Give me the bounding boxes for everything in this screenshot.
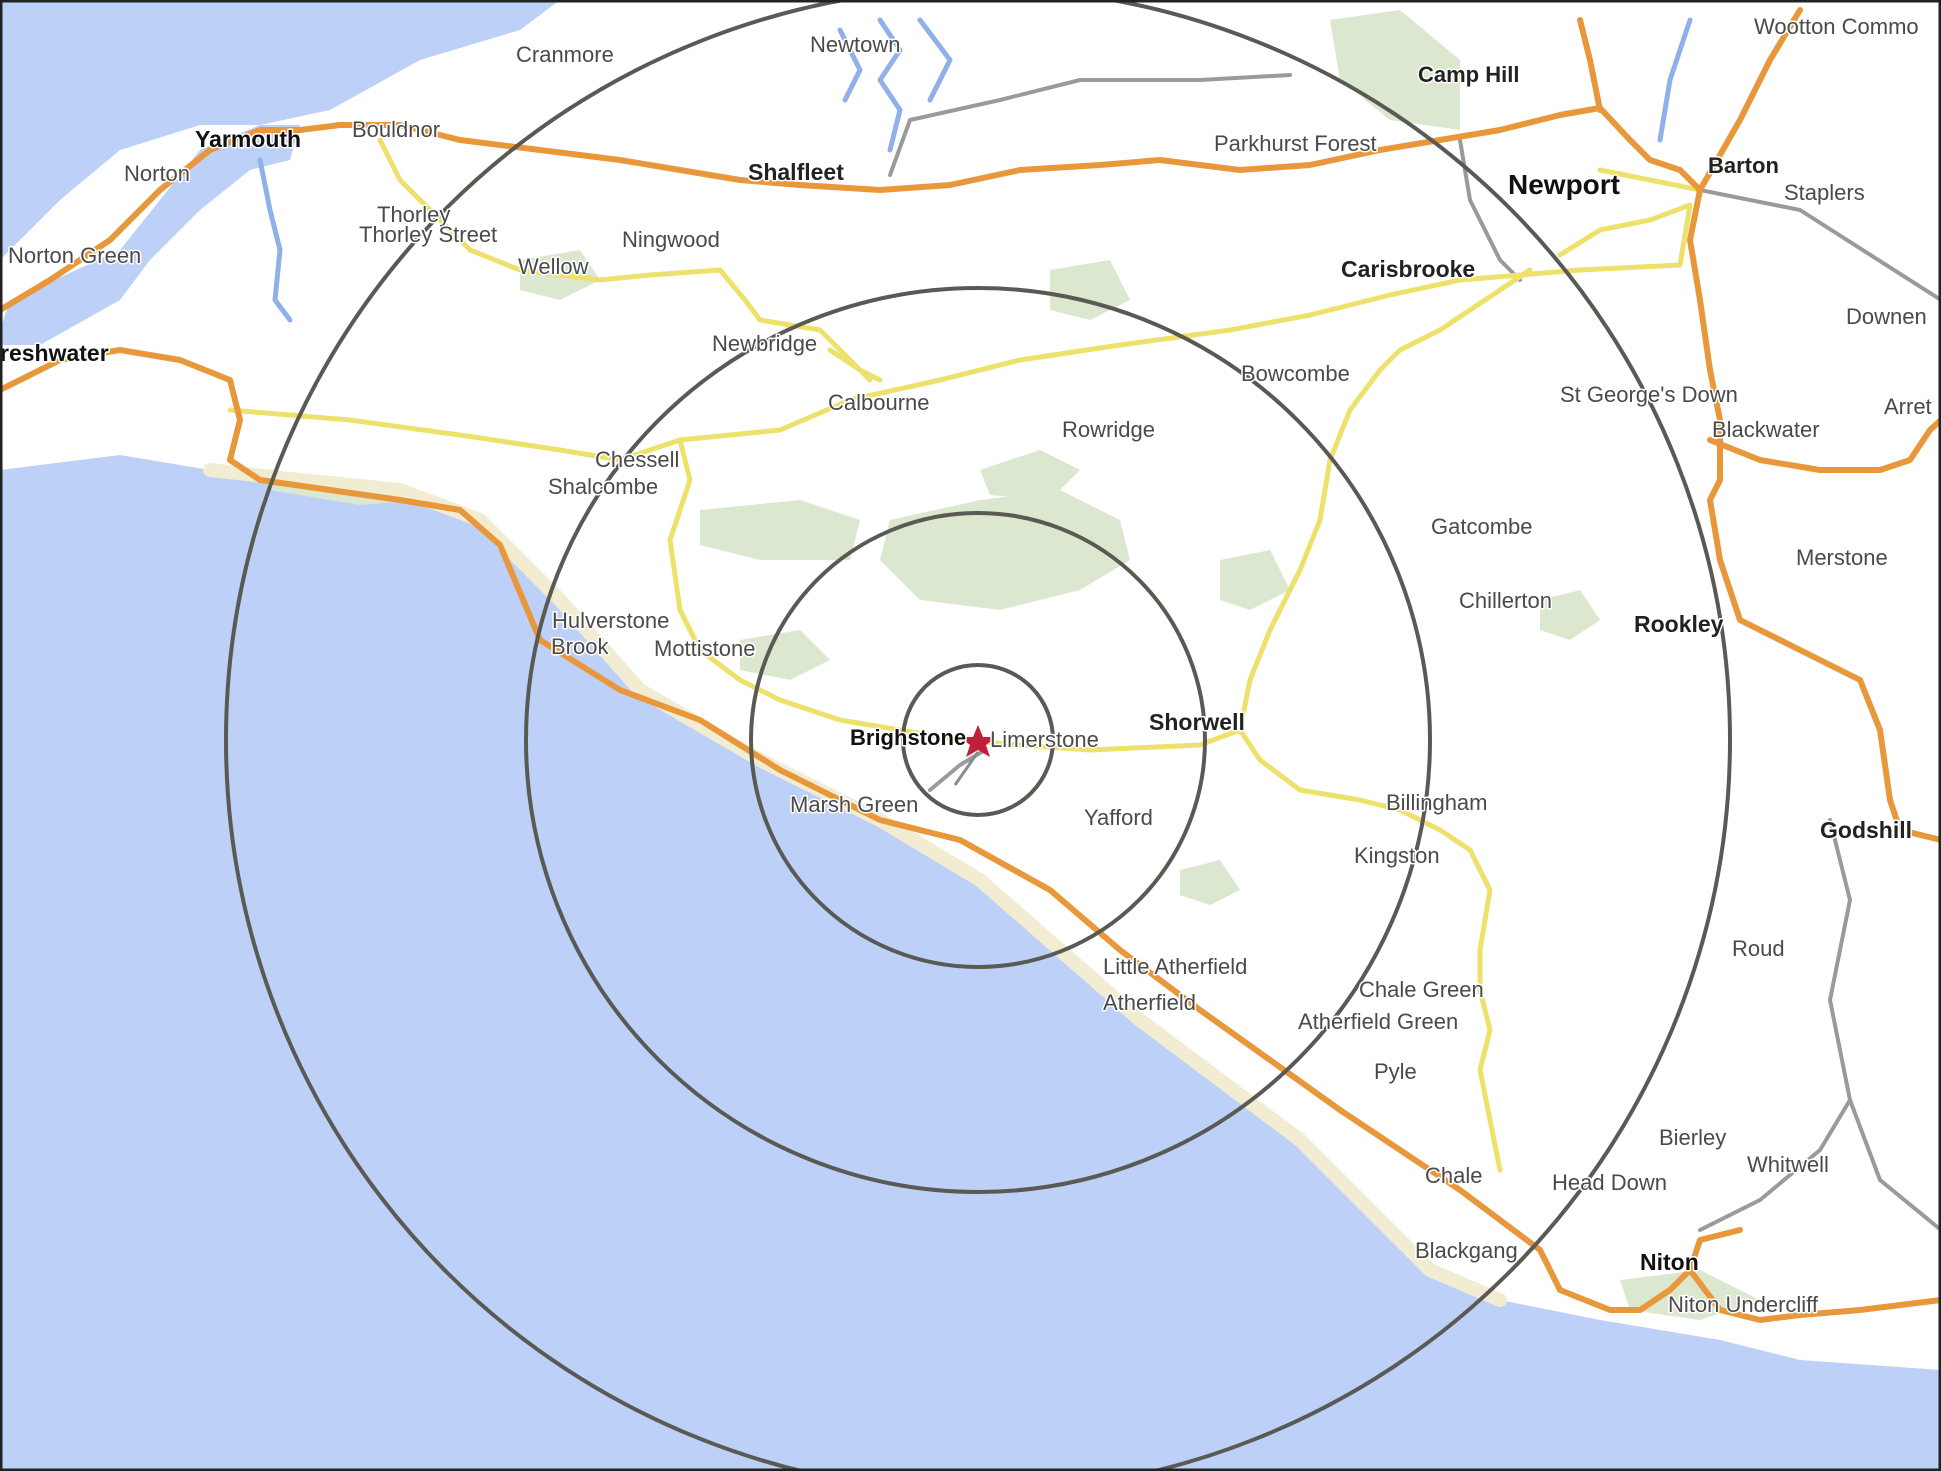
place-label-st-georges-down[interactable]: St George's Down <box>1559 381 1740 409</box>
place-label-chessell[interactable]: Chessell <box>594 446 681 474</box>
place-label-roud[interactable]: Roud <box>1731 935 1787 963</box>
place-label-downend[interactable]: Downen <box>1845 303 1929 331</box>
place-label-carisbrooke[interactable]: Carisbrooke <box>1340 255 1477 284</box>
place-label-head-down[interactable]: Head Down <box>1551 1169 1669 1197</box>
place-label-blackgang[interactable]: Blackgang <box>1414 1237 1520 1265</box>
place-label-ningwood[interactable]: Ningwood <box>621 226 722 254</box>
place-label-bowcombe[interactable]: Bowcombe <box>1240 360 1352 388</box>
place-label-norton-green[interactable]: Norton Green <box>7 242 143 270</box>
place-label-newbridge[interactable]: Newbridge <box>711 330 819 358</box>
range-ring-1 <box>901 663 1055 817</box>
place-label-yafford[interactable]: Yafford <box>1083 804 1155 832</box>
place-label-chale[interactable]: Chale <box>1424 1162 1484 1190</box>
place-label-cranmore[interactable]: Cranmore <box>515 41 616 69</box>
place-label-newtown[interactable]: Newtown <box>809 31 902 59</box>
place-label-newport[interactable]: Newport <box>1507 168 1622 202</box>
place-label-limerstone[interactable]: Limerstone <box>989 726 1101 754</box>
place-label-gatcombe[interactable]: Gatcombe <box>1430 513 1535 541</box>
place-label-atherfield[interactable]: Atherfield <box>1102 989 1198 1017</box>
place-label-billingham[interactable]: Billingham <box>1385 789 1490 817</box>
place-label-bouldnor[interactable]: Bouldnor <box>351 116 442 144</box>
minor-roads <box>888 73 1941 1232</box>
place-label-arreton[interactable]: Arret <box>1883 393 1934 421</box>
place-label-brighstone[interactable]: Brighstone <box>849 724 968 752</box>
place-label-pyle[interactable]: Pyle <box>1373 1058 1419 1086</box>
place-label-blackwater[interactable]: Blackwater <box>1711 416 1822 444</box>
place-label-rookley[interactable]: Rookley <box>1633 610 1726 639</box>
place-label-shorwell[interactable]: Shorwell <box>1148 708 1247 737</box>
star-marker-icon[interactable] <box>953 725 996 786</box>
place-label-bierley[interactable]: Bierley <box>1658 1124 1728 1152</box>
place-label-whitwell[interactable]: Whitwell <box>1746 1151 1831 1179</box>
place-label-hulverstone[interactable]: Hulverstone <box>551 607 671 635</box>
place-label-godshill[interactable]: Godshill <box>1819 816 1914 845</box>
place-label-thorley-street[interactable]: Thorley Street <box>358 221 499 249</box>
b-roads <box>227 137 1703 1173</box>
place-label-niton-undercliff[interactable]: Niton Undercliff <box>1667 1291 1821 1319</box>
place-labels: Cranmore Newtown Camp Hill Wootton Commo… <box>0 13 1934 1319</box>
place-label-yarmouth[interactable]: Yarmouth <box>194 125 303 154</box>
place-label-freshwater[interactable]: reshwater <box>0 339 110 368</box>
place-label-shalcombe[interactable]: Shalcombe <box>547 473 660 501</box>
sea-area-solent <box>0 0 1941 260</box>
place-label-camp-hill[interactable]: Camp Hill <box>1417 61 1521 89</box>
place-label-staplers[interactable]: Staplers <box>1783 179 1867 207</box>
place-label-brook[interactable]: Brook <box>550 633 611 661</box>
place-label-thorley[interactable]: Thorley <box>376 201 452 229</box>
place-label-calbourne[interactable]: Calbourne <box>827 389 932 417</box>
place-label-chillerton[interactable]: Chillerton <box>1458 587 1554 615</box>
place-label-kingston[interactable]: Kingston <box>1353 842 1442 870</box>
place-label-norton[interactable]: Norton <box>123 160 192 188</box>
range-rings <box>224 0 1732 1471</box>
range-ring-2 <box>749 511 1207 969</box>
sea-area <box>0 125 300 345</box>
range-ring-3 <box>524 286 1432 1194</box>
place-label-chale-green[interactable]: Chale Green <box>1358 976 1486 1004</box>
place-label-parkhurst-forest[interactable]: Parkhurst Forest <box>1213 130 1379 158</box>
place-label-merstone[interactable]: Merstone <box>1795 544 1890 572</box>
place-label-wootton-common[interactable]: Wootton Commo <box>1753 13 1921 41</box>
a-roads <box>0 7 1941 1323</box>
range-ring-4 <box>224 0 1732 1471</box>
place-label-rowridge[interactable]: Rowridge <box>1061 416 1157 444</box>
sea-area-channel <box>0 455 1941 1471</box>
place-label-wellow[interactable]: Wellow <box>517 253 591 281</box>
place-label-atherfield-green[interactable]: Atherfield Green <box>1297 1008 1460 1036</box>
place-label-barton[interactable]: Barton <box>1707 152 1781 180</box>
place-label-niton[interactable]: Niton <box>1639 1248 1701 1277</box>
place-label-marsh-green[interactable]: Marsh Green <box>789 791 920 819</box>
place-label-mottistone[interactable]: Mottistone <box>653 635 758 663</box>
place-label-little-atherfield[interactable]: Little Atherfield <box>1102 953 1249 981</box>
estuary-channels <box>257 17 1693 323</box>
place-label-shalfleet[interactable]: Shalfleet <box>747 158 846 187</box>
